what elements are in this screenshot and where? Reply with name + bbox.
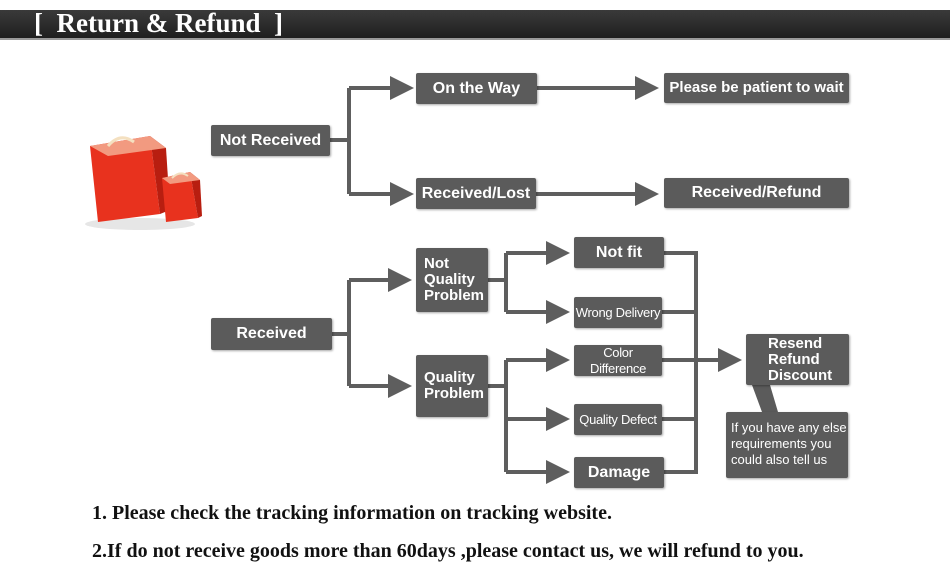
- quality-defect-label: Quality Defect: [579, 411, 657, 427]
- damage-label: Damage: [587, 463, 651, 481]
- damage-box: Damage: [574, 457, 664, 488]
- quality-problem-box: Quality Problem: [416, 355, 488, 417]
- not-quality-problem-line-2: Quality: [424, 271, 475, 288]
- received-label: Received: [236, 325, 307, 342]
- not-fit-label: Not fit: [595, 243, 643, 261]
- page-title: [ Return & Refund ]: [34, 8, 283, 38]
- not-quality-problem-box: Not Quality Problem: [416, 248, 488, 312]
- color-difference-label: Color Difference: [589, 344, 646, 376]
- shopping-bag-icon: [85, 136, 202, 230]
- outcome-line-3: Discount: [768, 366, 833, 384]
- note-line-2: requirements you: [731, 436, 832, 451]
- note-line-3: could also tell us: [731, 452, 828, 467]
- received-box: Received: [211, 318, 332, 350]
- wrong-delivery-label: Wrong Delivery: [575, 304, 661, 320]
- not-quality-problem-line-1: Not: [424, 255, 449, 272]
- received-refund-label: Received/Refund: [691, 184, 822, 201]
- not-received-label: Not Received: [219, 131, 322, 149]
- on-the-way-box: On the Way: [416, 73, 537, 104]
- not-fit-box: Not fit: [574, 237, 664, 268]
- received-refund-box: Received/Refund: [664, 178, 849, 208]
- be-patient-label: Please be patient to wait: [669, 79, 844, 96]
- color-difference-box: Color Difference: [574, 345, 662, 376]
- note-bubble: If you have any else requirements you co…: [726, 412, 848, 478]
- instruction-2: 2.If do not receive goods more than 60da…: [92, 540, 804, 562]
- not-quality-problem-line-3: Problem: [424, 287, 485, 304]
- outcome-line-1: Resend: [768, 334, 823, 352]
- quality-defect-box: Quality Defect: [574, 404, 662, 435]
- not-received-box: Not Received: [211, 125, 330, 156]
- quality-problem-line-2: Problem: [424, 385, 485, 402]
- on-the-way-label: On the Way: [432, 79, 521, 97]
- outcome-box: Resend Refund Discount: [746, 334, 849, 385]
- received-lost-label: Received/Lost: [421, 184, 531, 202]
- wrong-delivery-box: Wrong Delivery: [574, 297, 662, 328]
- received-lost-box: Received/Lost: [416, 178, 536, 209]
- header-bar: [ Return & Refund ]: [0, 8, 950, 40]
- quality-problem-line-1: Quality: [424, 369, 475, 386]
- be-patient-box: Please be patient to wait: [664, 73, 849, 103]
- instruction-1: 1. Please check the tracking information…: [92, 502, 612, 524]
- outcome-line-2: Refund: [768, 350, 820, 368]
- note-line-1: If you have any else: [731, 420, 847, 435]
